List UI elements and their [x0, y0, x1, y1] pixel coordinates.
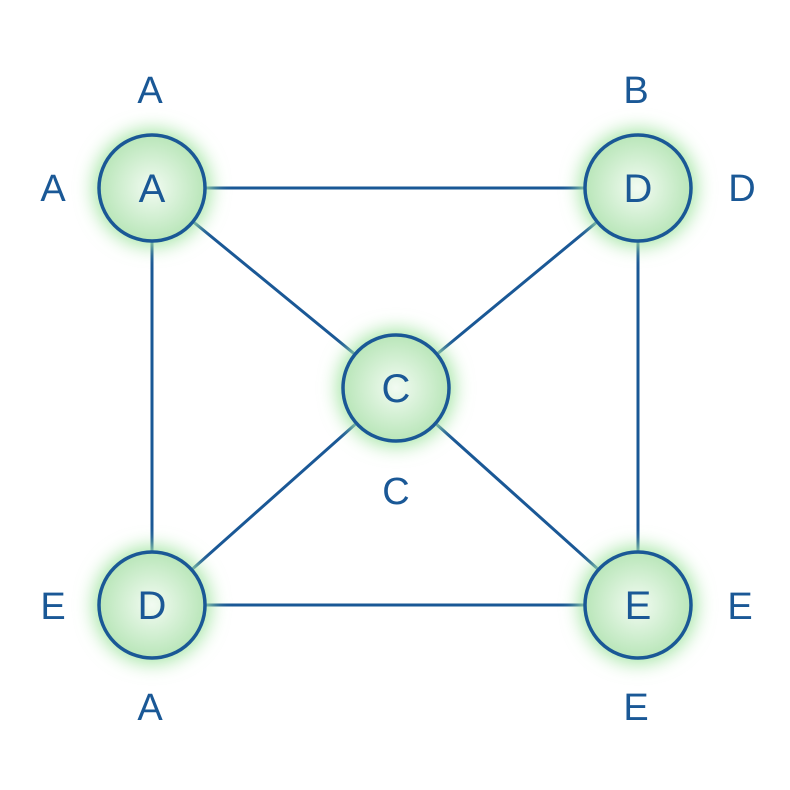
node-n3: C [337, 329, 455, 447]
outer-label: D [728, 168, 755, 210]
node-label: C [382, 367, 411, 411]
node-n4: D [93, 546, 211, 664]
outer-label: C [382, 471, 409, 513]
outer-label: A [137, 70, 163, 112]
node-circle [583, 133, 693, 243]
outer-label: A [40, 168, 66, 210]
node-circle [97, 133, 207, 243]
node-circle [97, 550, 207, 660]
nodes-group: A D C D E [93, 129, 697, 664]
outer-label: E [727, 586, 752, 628]
node-label: A [139, 167, 166, 211]
node-label: D [624, 167, 653, 211]
node-n1: A [93, 129, 211, 247]
node-n5: E [579, 546, 697, 664]
node-circle [341, 333, 451, 443]
outer-labels-group: A A B D C E A E E [40, 70, 755, 729]
outer-label: E [40, 586, 65, 628]
node-n2: D [579, 129, 697, 247]
outer-label: A [137, 687, 163, 729]
node-label: D [138, 584, 167, 628]
outer-label: B [623, 70, 648, 112]
node-label: E [625, 584, 652, 628]
outer-label: E [623, 687, 648, 729]
node-circle [583, 550, 693, 660]
